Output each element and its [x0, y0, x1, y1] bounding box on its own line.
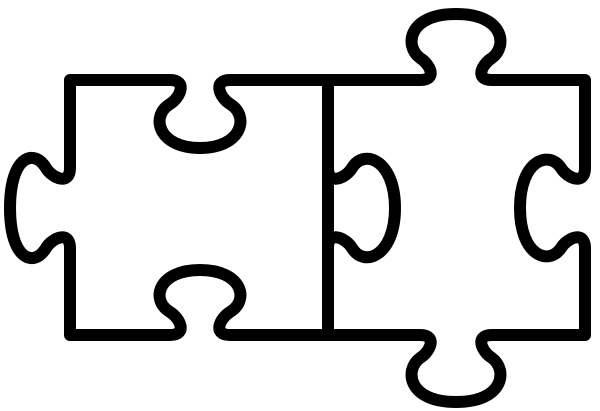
right-puzzle-piece: [322, 8, 591, 408]
left-puzzle-piece: [4, 74, 334, 341]
